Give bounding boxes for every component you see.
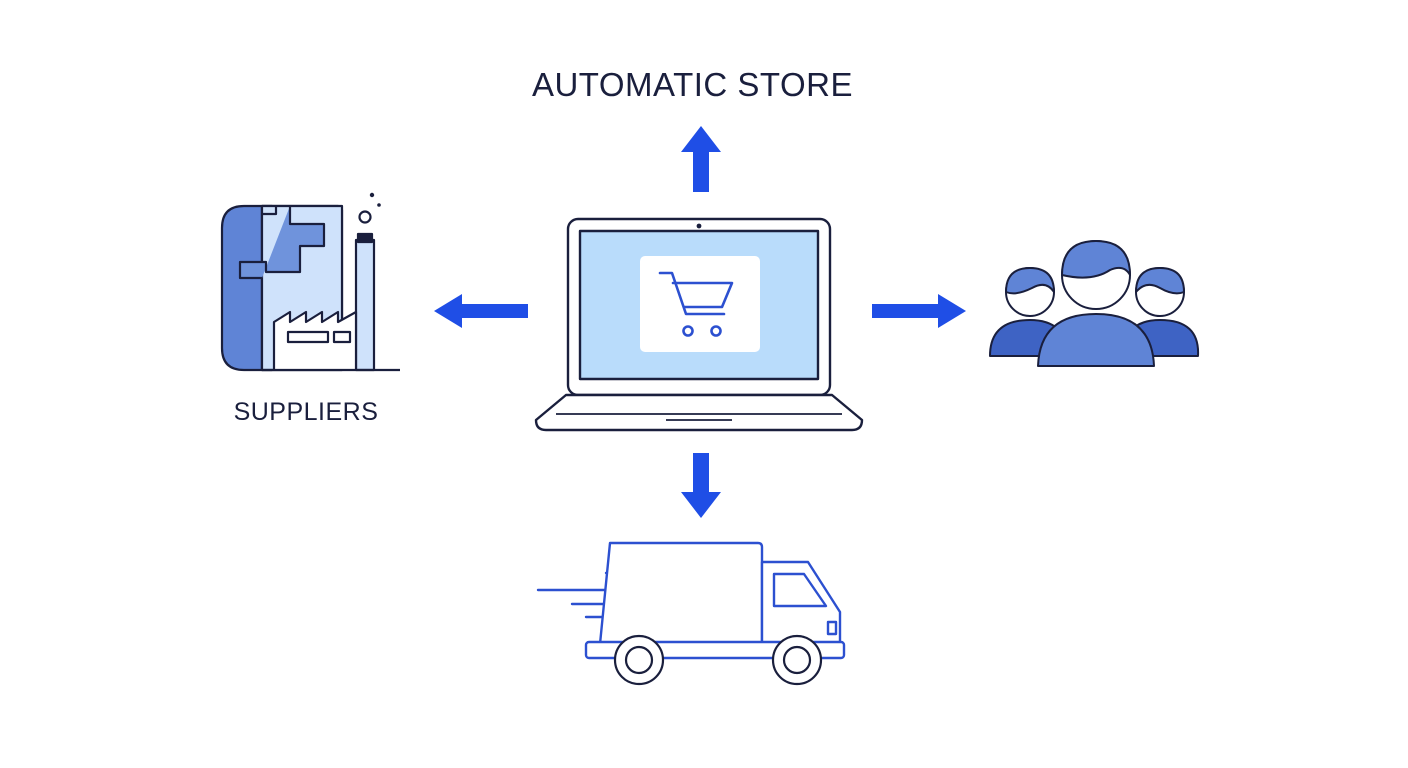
people-group-icon [989,240,1200,367]
shopping-cart-icon [640,256,760,352]
factory-icon [220,192,400,372]
arrow-up [681,126,721,192]
diagram-title: AUTOMATIC STORE [531,66,854,103]
suppliers-label: SUPPLIERS [233,398,379,426]
arrow-right-to-customers [872,294,966,328]
arrow-left-to-suppliers [434,294,528,328]
arrow-down-to-delivery [681,453,721,518]
delivery-truck-icon [536,541,846,686]
